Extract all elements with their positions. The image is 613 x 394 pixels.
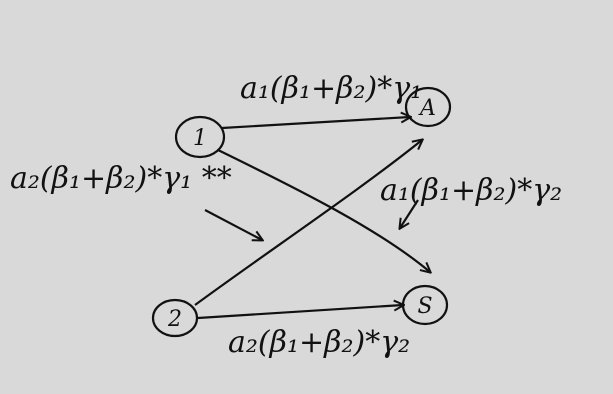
node-S-label: S — [417, 294, 432, 319]
node-A-label: A — [418, 96, 436, 121]
edge-label-left: a₂(β₁+β₂)*γ₁ ** — [10, 161, 232, 196]
node-1-label: 1 — [193, 126, 207, 151]
edge-label-top: a₁(β₁+β₂)*γ₁ — [240, 71, 422, 106]
node-2: 2 — [151, 298, 199, 338]
edge-1-to-A — [221, 117, 410, 130]
edge-2-to-A — [194, 140, 422, 306]
node-A: A — [404, 86, 452, 128]
label-pointer-right — [400, 199, 419, 228]
node-S: S — [401, 284, 449, 326]
edge-2-to-S — [197, 305, 403, 320]
edge-1-to-S — [217, 149, 430, 272]
edge-label-right: a₁(β₁+β₂)*γ₂ — [380, 173, 562, 208]
node-1: 1 — [174, 115, 226, 159]
edge-label-bottom: a₂(β₁+β₂)*γ₂ — [228, 325, 410, 360]
node-2-label: 2 — [167, 307, 182, 332]
label-pointer-left — [204, 209, 262, 240]
